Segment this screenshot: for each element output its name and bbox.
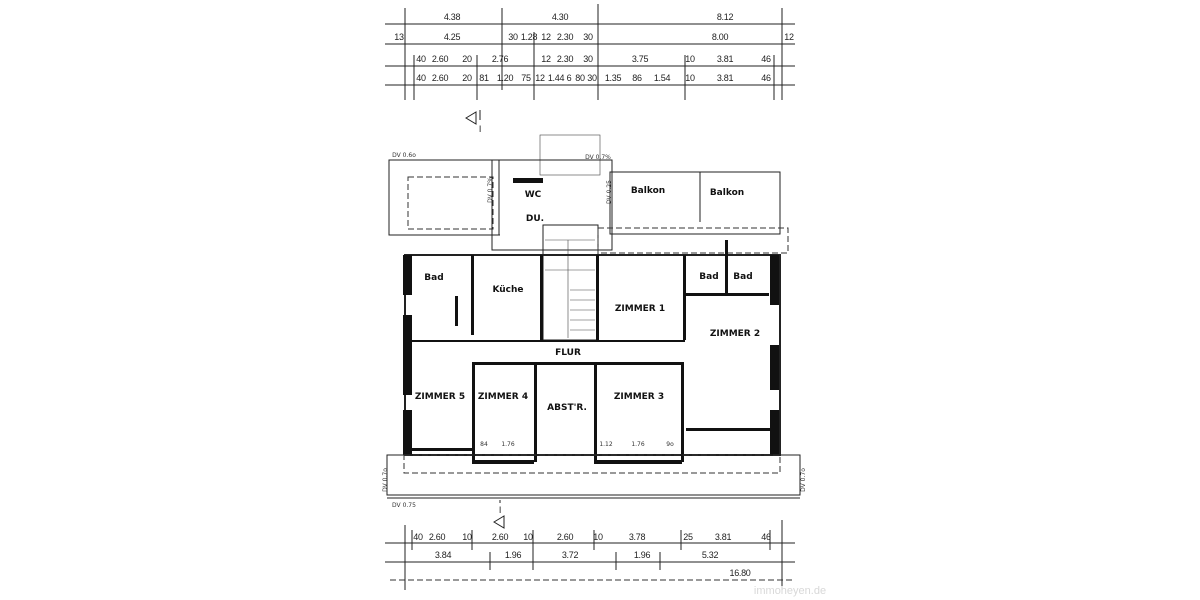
room-label-bad: Bad [733, 272, 752, 282]
dimension-label: 20 [462, 54, 472, 64]
dimension-label: 81 [479, 73, 489, 83]
dimension-label: 46 [761, 532, 771, 542]
dimension-label: 6 [567, 73, 572, 83]
room-label-abst-r-: ABST'R. [547, 403, 587, 413]
inner-dimension-label: 1.12 [599, 441, 613, 448]
dimension-label: 86 [632, 73, 642, 83]
inner-dimension-label: 1.76 [501, 441, 515, 448]
dimension-label: 30 [583, 32, 593, 42]
dimension-label: 10 [523, 532, 533, 542]
watermark: immoheyen.de [754, 585, 826, 597]
dimension-label: 8.00 [712, 32, 729, 42]
dimension-label: 40 [413, 532, 423, 542]
room-label-zimmer-3: ZIMMER 3 [614, 392, 664, 402]
dimension-label: 16.80 [729, 568, 750, 578]
roof-overhang-label: DV 0.7o [382, 468, 389, 492]
dimension-label: 2.60 [432, 54, 449, 64]
dimension-label: 3.78 [629, 532, 646, 542]
dimension-label: 46 [761, 54, 771, 64]
dimension-lines-top [385, 4, 795, 100]
dimension-label: 2.30 [557, 54, 574, 64]
inner-dimension-label: 84 [480, 441, 488, 448]
dimension-label: 4.38 [444, 12, 461, 22]
roof-overhang-label: DV 0.25 [606, 180, 613, 204]
dimension-label: 5.32 [702, 550, 719, 560]
dimension-label: 30 [587, 73, 597, 83]
room-label-bad: Bad [699, 272, 718, 282]
room-label-flur: FLUR [555, 348, 581, 358]
dimension-label: 30 [508, 32, 518, 42]
dimension-label: 46 [761, 73, 771, 83]
stair-core [491, 134, 613, 341]
dimension-label: 3.81 [717, 73, 734, 83]
dimension-label: 20 [462, 73, 472, 83]
dimension-label: 10 [462, 532, 472, 542]
dimension-label: 1.20 [497, 73, 514, 83]
room-label-balkon: Balkon [710, 188, 744, 198]
dimension-label: 10 [593, 532, 603, 542]
room-label-küche: Küche [492, 285, 523, 295]
dimension-label: 12 [541, 54, 551, 64]
dimension-label: 2.60 [557, 532, 574, 542]
dimension-label: 30 [583, 54, 593, 64]
dimension-label: 2.30 [557, 32, 574, 42]
dimension-label: 12 [541, 32, 551, 42]
dimension-label: 10 [685, 73, 695, 83]
dimension-label: 25 [683, 532, 693, 542]
inner-dimension-label: 1.76 [631, 441, 645, 448]
dimension-label: 1.35 [605, 73, 622, 83]
dimension-label: 4.30 [552, 12, 569, 22]
roof-overhang-label: DV 0.7o [800, 468, 807, 492]
dimension-label: 2.60 [429, 532, 446, 542]
dimension-label: 3.81 [717, 54, 734, 64]
dimension-label: 1.54 [654, 73, 671, 83]
dimension-label: 3.75 [632, 54, 649, 64]
dimension-label: 1.44 [548, 73, 565, 83]
terrace [388, 159, 500, 236]
inner-dimension-label: 9o [666, 441, 674, 448]
dimension-label: 3.84 [435, 550, 452, 560]
dimension-label: 75 [521, 73, 531, 83]
dimension-label: 8.12 [717, 12, 734, 22]
roof-overhang-label: DV 0.6o [392, 152, 416, 159]
dimension-label: 3.81 [715, 532, 732, 542]
dimension-label: 13 [394, 32, 404, 42]
room-label-zimmer-1: ZIMMER 1 [615, 304, 665, 314]
room-label-du-: DU. [526, 214, 544, 224]
dimension-label: 80 [575, 73, 585, 83]
section-markers [465, 110, 505, 529]
room-label-balkon: Balkon [631, 186, 665, 196]
roof-overhang-label: DV 0.75 [392, 502, 416, 509]
dimension-label: 1.28 [521, 32, 538, 42]
dimension-label: 40 [416, 73, 426, 83]
dimension-label: 12 [784, 32, 794, 42]
dimension-label: 4.25 [444, 32, 461, 42]
roof-overhang-label: DV 0.7% [487, 177, 494, 203]
room-label-wc: WC [525, 190, 542, 200]
balcony [597, 171, 789, 254]
room-label-bad: Bad [424, 273, 443, 283]
dimension-label: 1.96 [505, 550, 522, 560]
room-label-zimmer-4: ZIMMER 4 [478, 392, 528, 402]
room-label-zimmer-5: ZIMMER 5 [415, 392, 465, 402]
dimension-label: 12 [535, 73, 545, 83]
room-label-zimmer-2: ZIMMER 2 [710, 329, 760, 339]
roof-overhang-label: DV 0.7% [585, 154, 611, 161]
dimension-label: 10 [685, 54, 695, 64]
dimension-label: 40 [416, 54, 426, 64]
walls [403, 240, 781, 464]
roof-overhang [386, 454, 801, 499]
section-mark: I [479, 124, 481, 134]
dimension-label: 3.72 [562, 550, 579, 560]
dimension-label: 2.60 [492, 532, 509, 542]
dimension-label: 2.76 [492, 54, 509, 64]
dimension-label: 1.96 [634, 550, 651, 560]
dimension-label: 2.60 [432, 73, 449, 83]
dimension-lines-bottom [385, 520, 795, 590]
section-mark: I [499, 505, 501, 515]
